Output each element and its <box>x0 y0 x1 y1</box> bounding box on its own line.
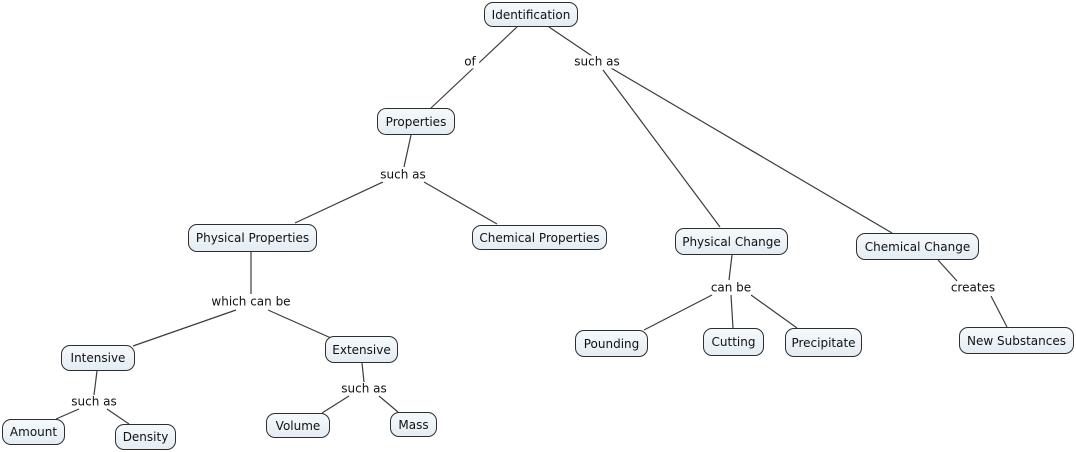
edge-line-which-can-be-to-intensive <box>132 309 237 347</box>
concept-node-physical-properties[interactable]: Physical Properties <box>188 224 317 252</box>
edge-line-chemical-change-to-creates <box>937 259 958 282</box>
concept-node-chemical-change[interactable]: Chemical Change <box>856 233 979 260</box>
edge-line-such-as-intensive-to-density <box>106 408 130 425</box>
linking-phrase-such-as-extensive[interactable]: such as <box>338 382 390 396</box>
edge-line-such-as-intensive-to-amount <box>55 408 80 420</box>
edge-line-properties-to-such-as-properties <box>403 134 412 168</box>
edge-line-such-as-extensive-to-volume <box>321 395 350 414</box>
edge-line-can-be-to-pounding <box>643 294 713 331</box>
concept-node-physical-change[interactable]: Physical Change <box>675 228 788 255</box>
concept-node-cutting[interactable]: Cutting <box>703 328 764 356</box>
edge-line-extensive-to-such-as-extensive <box>361 362 365 383</box>
linking-phrase-such-as-identification[interactable]: such as <box>571 55 623 69</box>
linking-phrase-which-can-be[interactable]: which can be <box>208 295 294 309</box>
concept-node-intensive[interactable]: Intensive <box>61 345 135 371</box>
edge-line-identification-to-such-as-identification <box>548 26 593 57</box>
linking-phrase-such-as-properties[interactable]: such as <box>377 168 429 182</box>
edge-line-such-as-identification-to-chemical-change <box>610 67 893 234</box>
concept-node-extensive[interactable]: Extensive <box>325 336 398 363</box>
linking-phrase-creates[interactable]: creates <box>947 281 999 295</box>
concept-node-mass[interactable]: Mass <box>390 412 437 437</box>
concept-node-volume[interactable]: Volume <box>266 413 330 438</box>
edge-line-physical-change-to-can-be <box>728 254 733 281</box>
concept-node-precipitate[interactable]: Precipitate <box>785 328 862 357</box>
edge-line-which-can-be-to-extensive <box>267 309 332 339</box>
concept-node-properties[interactable]: Properties <box>377 108 455 135</box>
concept-node-density[interactable]: Density <box>115 424 176 450</box>
concept-node-identification[interactable]: Identification <box>484 2 578 27</box>
edge-line-intensive-to-such-as-intensive <box>93 370 98 396</box>
edge-line-such-as-properties-to-physical-properties <box>294 181 384 224</box>
linking-phrase-such-as-intensive[interactable]: such as <box>68 395 120 409</box>
concept-node-amount[interactable]: Amount <box>2 419 65 445</box>
linking-phrase-can-be[interactable]: can be <box>707 281 755 295</box>
edge-line-can-be-to-cutting <box>730 294 734 329</box>
concept-node-new-substances[interactable]: New Substances <box>959 327 1074 354</box>
linking-phrase-of[interactable]: of <box>461 55 479 69</box>
concept-node-pounding[interactable]: Pounding <box>575 330 648 357</box>
edge-line-such-as-extensive-to-mass <box>378 395 399 413</box>
edge-line-such-as-properties-to-chemical-properties <box>423 181 498 225</box>
edge-line-can-be-to-precipitate <box>750 294 798 329</box>
concept-node-chemical-properties[interactable]: Chemical Properties <box>472 225 607 250</box>
edge-line-such-as-identification-to-physical-change <box>602 69 721 228</box>
edge-line-creates-to-new-substances <box>990 295 1008 328</box>
